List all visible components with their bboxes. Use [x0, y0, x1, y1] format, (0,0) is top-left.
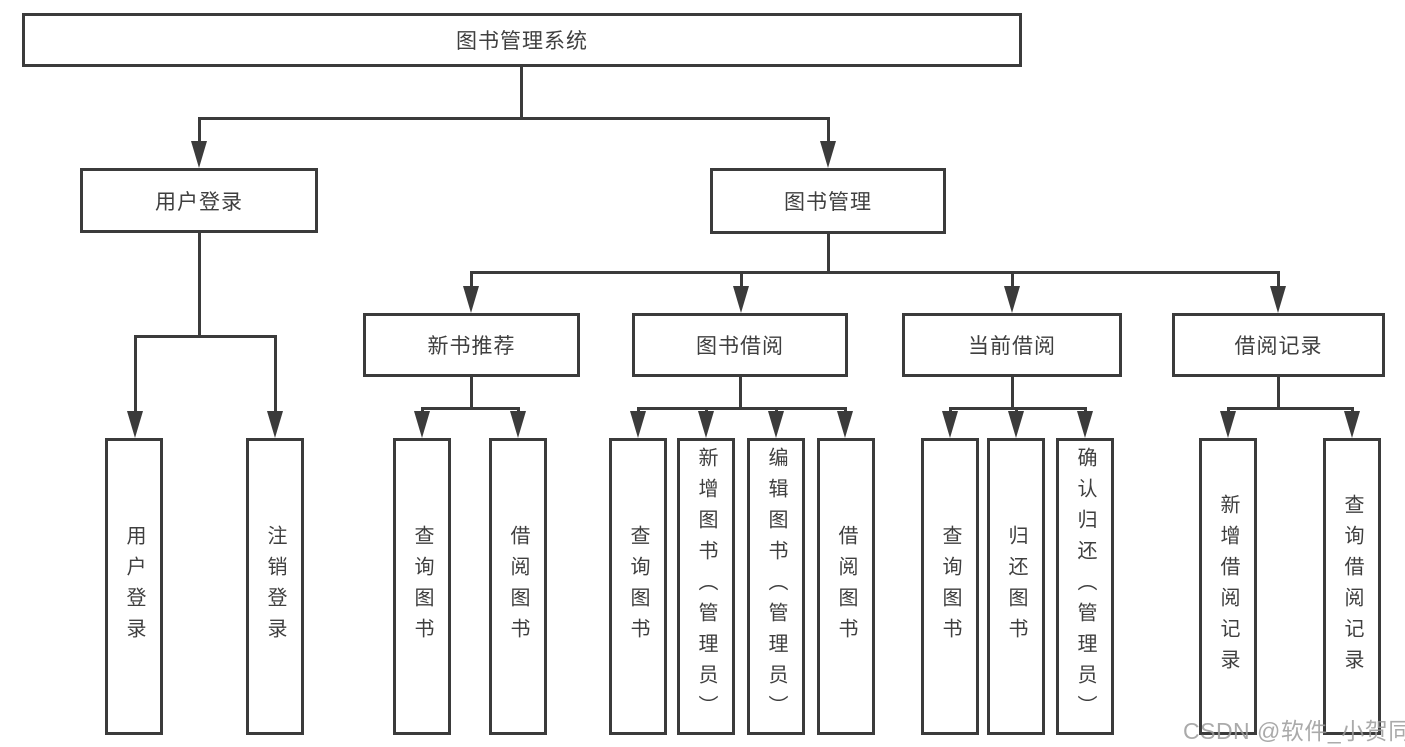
- connector-leaf-stem: [949, 407, 952, 414]
- connector-user-login-down: [198, 233, 201, 337]
- arrow-to-leaf: [942, 411, 958, 438]
- connector-leaf-stem: [705, 407, 708, 414]
- node-add-borrow-record: 新增借阅记录: [1199, 438, 1257, 735]
- arrow-to-leaf: [1220, 411, 1236, 438]
- connector-leaf-stem: [1351, 407, 1354, 414]
- arrow-to-leaf: [698, 411, 714, 438]
- connector-group3-hline: [1227, 407, 1354, 410]
- csdn-watermark: CSDN @软件_小贺同学: [1183, 718, 1405, 744]
- node-return-books: 归还图书: [987, 438, 1045, 735]
- node-query-books-current: 查询图书: [921, 438, 979, 735]
- node-current-borrowing: 当前借阅: [902, 313, 1122, 377]
- arrow-to-leaf: [510, 411, 526, 438]
- arrow-to-leaf: [414, 411, 430, 438]
- arrow-to-book-mgmt: [820, 141, 836, 168]
- node-add-books-admin: 新增图书（管理员）: [677, 438, 735, 735]
- arrow-to-borrowing-records: [1270, 286, 1286, 313]
- connector-leaf-stem: [1227, 407, 1230, 414]
- arrow-to-book-borrowing: [733, 286, 749, 313]
- node-book-borrowing: 图书借阅: [632, 313, 848, 377]
- connector-book-mgmt-down: [827, 234, 830, 273]
- node-user-login: 用户登录: [80, 168, 318, 233]
- arrow-to-leaf: [630, 411, 646, 438]
- connector-user-login-hline: [134, 335, 277, 338]
- node-new-book-recommendation: 新书推荐: [363, 313, 580, 377]
- connector-group-stem: [1011, 271, 1014, 289]
- node-borrow-books-recommend: 借阅图书: [489, 438, 547, 735]
- connector-root-stem: [520, 67, 523, 119]
- arrow-to-user-login: [191, 141, 207, 168]
- arrow-to-leaf: [1077, 411, 1093, 438]
- connector-book-mgmt-stem: [827, 117, 830, 144]
- node-confirm-return-admin: 确认归还（管理员）: [1056, 438, 1114, 735]
- connector-leaf-stem: [517, 407, 520, 414]
- connector-group1-hline: [637, 407, 847, 410]
- arrow-to-login-leaf: [127, 411, 143, 438]
- connector-book-mgmt-hline: [471, 271, 1279, 274]
- connector-group1-down: [739, 377, 742, 409]
- connector-leaf-stem: [421, 407, 424, 414]
- connector-group0-down: [470, 377, 473, 409]
- connector-leaf-stem: [1015, 407, 1018, 414]
- arrow-to-logout-leaf: [267, 411, 283, 438]
- node-borrow-books: 借阅图书: [817, 438, 875, 735]
- arrow-to-leaf: [837, 411, 853, 438]
- connector-user-login-stem: [198, 117, 201, 144]
- arrow-to-leaf: [1008, 411, 1024, 438]
- connector-group3-down: [1277, 377, 1280, 409]
- connector-leaf-stem: [274, 335, 277, 414]
- node-root: 图书管理系统: [22, 13, 1022, 67]
- node-borrowing-records: 借阅记录: [1172, 313, 1385, 377]
- connector-leaf-stem: [844, 407, 847, 414]
- arrow-to-leaf: [768, 411, 784, 438]
- connector-group-stem: [740, 271, 743, 289]
- connector-group2-hline: [949, 407, 1087, 410]
- node-logout: 注销登录: [246, 438, 304, 735]
- node-query-borrow-record: 查询借阅记录: [1323, 438, 1381, 735]
- node-query-books-borrowing: 查询图书: [609, 438, 667, 735]
- node-user-login-leaf: 用户登录: [105, 438, 163, 735]
- node-edit-books-admin: 编辑图书（管理员）: [747, 438, 805, 735]
- node-book-management: 图书管理: [710, 168, 946, 234]
- arrow-to-new-book-recommendation: [463, 286, 479, 313]
- arrow-to-leaf: [1344, 411, 1360, 438]
- connector-group-stem: [470, 271, 473, 289]
- connector-group0-hline: [421, 407, 520, 410]
- arrow-to-current-borrowing: [1004, 286, 1020, 313]
- connector-leaf-stem: [1084, 407, 1087, 414]
- node-query-books-recommend: 查询图书: [393, 438, 451, 735]
- connector-root-hline: [198, 117, 830, 120]
- connector-group-stem: [1277, 271, 1280, 289]
- connector-leaf-stem: [775, 407, 778, 414]
- connector-leaf-stem: [134, 335, 137, 414]
- connector-group2-down: [1011, 377, 1014, 409]
- connector-leaf-stem: [637, 407, 640, 414]
